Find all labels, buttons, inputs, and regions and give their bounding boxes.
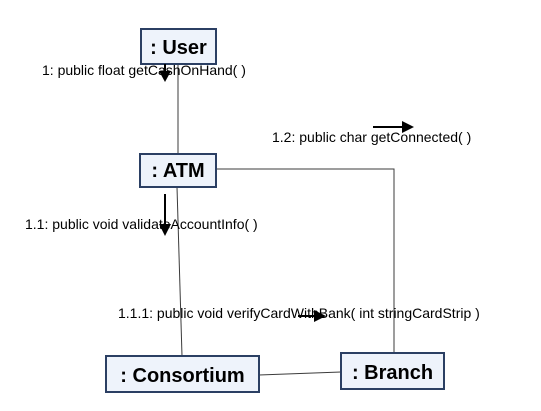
- message-1-1-label: 1.1: public void validateAccountInfo( ): [25, 216, 258, 232]
- object-user[interactable]: : User: [140, 28, 217, 65]
- link-atm-branch: [216, 168, 395, 353]
- object-user-box: [140, 28, 217, 65]
- object-consortium-box: [105, 355, 260, 393]
- message-1-1-1-label: 1.1.1: public void verifyCardWithBank( i…: [118, 305, 480, 321]
- link-atm-consortium: [176, 186, 183, 357]
- object-atm-box: [139, 153, 217, 188]
- object-branch[interactable]: : Branch: [340, 352, 445, 390]
- message-1-2-arrow-icon: [373, 121, 414, 133]
- object-user-label: : User: [150, 37, 207, 59]
- message-1-arrow-icon: [159, 64, 171, 82]
- link-consortium-branch: [258, 371, 342, 376]
- object-branch-label: : Branch: [352, 362, 433, 384]
- object-atm[interactable]: : ATM: [139, 153, 217, 188]
- message-1-2-label: 1.2: public char getConnected( ): [272, 129, 471, 145]
- object-atm-label: : ATM: [151, 160, 204, 182]
- object-consortium-label: : Consortium: [120, 365, 244, 387]
- message-1-1-arrow-icon: [159, 194, 171, 236]
- object-branch-box: [340, 352, 445, 390]
- message-1-label: 1: public float getCashOnHand( ): [42, 62, 246, 78]
- object-consortium[interactable]: : Consortium: [105, 355, 260, 393]
- message-1-1-1-arrow-icon: [298, 310, 326, 322]
